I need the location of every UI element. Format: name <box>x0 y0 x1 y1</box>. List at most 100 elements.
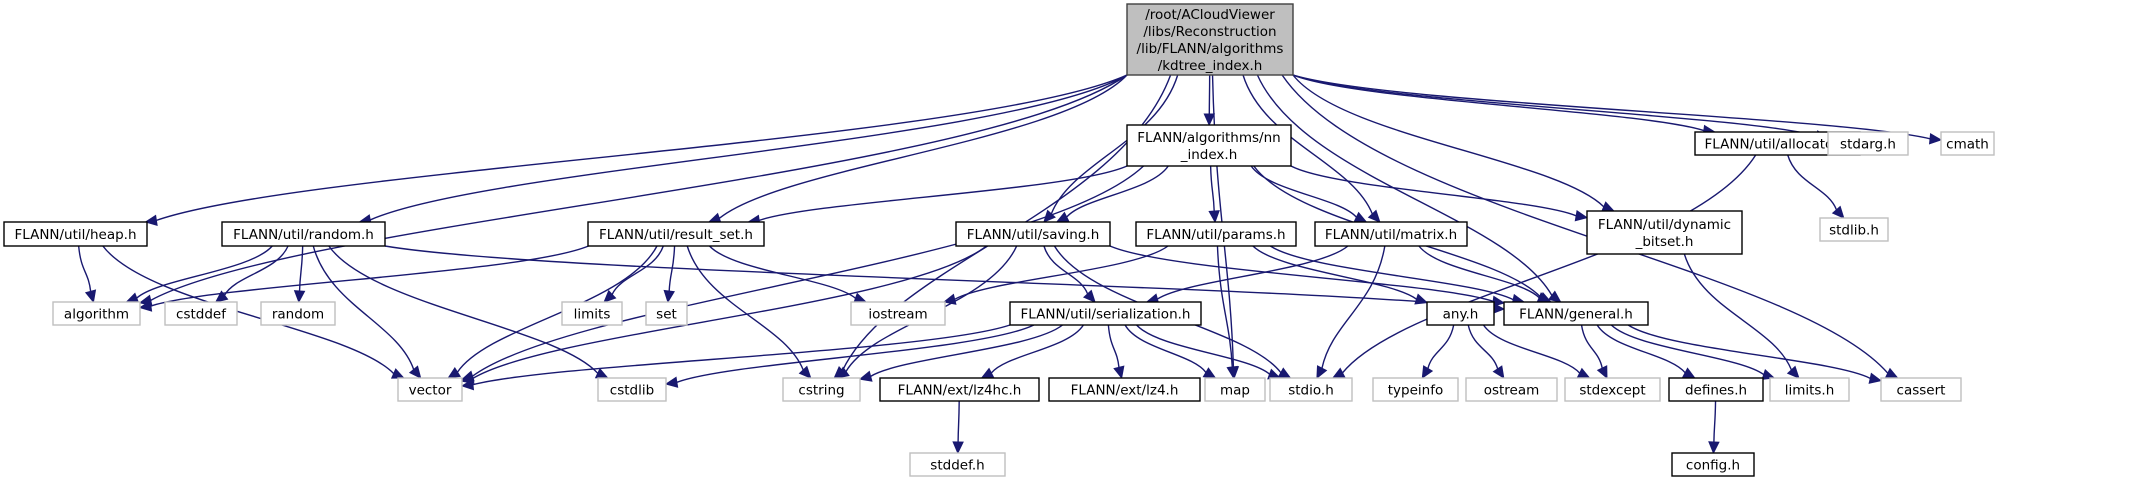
edge-line <box>1292 74 1605 208</box>
node-result-set[interactable]: FLANN/util/result_set.h <box>587 221 765 247</box>
node-label: FLANN/util/dynamic <box>1598 217 1731 233</box>
node-vector[interactable]: vector <box>397 377 463 402</box>
node-cstddef[interactable]: cstddef <box>164 301 238 326</box>
node-lz4[interactable]: FLANN/ext/lz4.h <box>1048 377 1201 402</box>
edge-line <box>1580 324 1603 369</box>
edge-line <box>150 245 589 307</box>
edge-any-to-typeinfo <box>1421 324 1455 380</box>
node-random[interactable]: random <box>260 301 336 326</box>
node-random-h[interactable]: FLANN/util/random.h <box>221 221 386 247</box>
node-box <box>1126 124 1292 167</box>
edge-line <box>1216 245 1233 368</box>
edge-line <box>1209 165 1215 212</box>
edge-line <box>954 245 1169 300</box>
node-label: stdarg.h <box>1840 137 1896 153</box>
node-serialization[interactable]: FLANN/util/serialization.h <box>1009 301 1202 326</box>
node-label: cstring <box>798 383 844 399</box>
node-any[interactable]: any.h <box>1426 301 1495 326</box>
arrowhead <box>1708 441 1720 455</box>
node-label: FLANN/ext/lz4.h <box>1071 383 1179 399</box>
node-stdexcept[interactable]: stdexcept <box>1564 377 1661 402</box>
edge-allocator-to-stdlib <box>1787 154 1845 219</box>
arrowhead <box>1761 368 1776 380</box>
node-label: config.h <box>1686 458 1740 474</box>
edge-line <box>1610 324 1765 376</box>
arrowhead <box>1208 210 1220 224</box>
edge-serialization-to-cstring <box>858 324 1063 382</box>
edge-serialization-to-cstdlib <box>664 324 1035 388</box>
edge-params-to-iostream <box>942 245 1169 305</box>
edge-defines-to-config <box>1708 400 1720 455</box>
node-lz4hc[interactable]: FLANN/ext/lz4hc.h <box>879 377 1040 402</box>
edge-line <box>1050 74 1179 215</box>
arrowhead <box>664 376 679 388</box>
arrowhead <box>1226 365 1238 380</box>
node-label: algorithm <box>64 307 129 323</box>
node-iostream[interactable]: iostream <box>850 301 946 326</box>
node-allocator[interactable]: FLANN/util/allocator.h <box>1694 131 1861 156</box>
edge-line <box>1292 74 1818 137</box>
node-stdio[interactable]: stdio.h <box>1269 377 1353 402</box>
arrowhead <box>1786 365 1800 379</box>
node-nn-index[interactable]: FLANN/algorithms/nn_index.h <box>1126 124 1292 167</box>
node-ostream[interactable]: ostream <box>1465 377 1558 402</box>
node-defines[interactable]: defines.h <box>1668 377 1764 402</box>
node-label: iostream <box>868 307 927 323</box>
arrowhead <box>1353 211 1368 223</box>
arrowhead <box>1576 367 1591 379</box>
edge-matrix-to-stdio <box>1316 245 1386 380</box>
edge-params-to-any <box>1252 245 1429 305</box>
node-label: /root/ACloudViewer <box>1145 7 1275 23</box>
edge-line <box>1627 324 1871 379</box>
edge-root-to-matrix <box>1242 74 1381 223</box>
node-box <box>1827 131 1909 156</box>
arrowhead <box>1203 113 1216 127</box>
node-box <box>1048 377 1201 402</box>
node-stddef[interactable]: stddef.h <box>909 452 1006 477</box>
edge-line <box>870 324 1063 377</box>
arrowhead <box>1277 367 1292 379</box>
node-set[interactable]: set <box>645 301 688 326</box>
node-box <box>164 301 238 326</box>
node-cstring[interactable]: cstring <box>782 377 861 402</box>
node-saving[interactable]: FLANN/util/saving.h <box>955 221 1111 247</box>
node-matrix[interactable]: FLANN/util/matrix.h <box>1314 221 1468 247</box>
edge-line <box>1290 165 1577 217</box>
node-algorithm[interactable]: algorithm <box>52 301 141 326</box>
edge-serialization-to-vector <box>460 324 1011 391</box>
edge-line <box>611 245 664 295</box>
arrowhead <box>144 214 158 227</box>
edge-line <box>456 245 658 373</box>
node-heap[interactable]: FLANN/util/heap.h <box>3 221 148 247</box>
arrowhead <box>1113 365 1125 380</box>
node-typeinfo[interactable]: typeinfo <box>1372 377 1459 402</box>
node-stdlib[interactable]: stdlib.h <box>1819 217 1889 242</box>
arrowhead <box>594 367 609 379</box>
node-config[interactable]: config.h <box>1671 452 1755 477</box>
edge-root-to-general <box>1256 74 1562 303</box>
node-cmath[interactable]: cmath <box>1940 131 1995 156</box>
node-box <box>909 452 1006 477</box>
node-cassert[interactable]: cassert <box>1880 377 1962 402</box>
node-limits[interactable]: limits <box>561 301 623 326</box>
edge-line <box>150 74 1128 301</box>
node-box <box>1426 301 1495 326</box>
edge-result-set-to-iostream <box>708 245 868 304</box>
edge-line <box>957 400 960 443</box>
arrowhead <box>1596 365 1608 380</box>
node-root[interactable]: /root/ACloudViewer/libs/Reconstruction/l… <box>1126 3 1294 76</box>
arrowhead <box>603 289 617 303</box>
node-stdarg[interactable]: stdarg.h <box>1827 131 1909 156</box>
edge-line <box>472 165 1145 377</box>
edge-serialization-to-lz4hc <box>980 324 1084 379</box>
node-label: FLANN/util/random.h <box>233 227 374 243</box>
edge-line <box>1107 324 1120 368</box>
node-cstdlib[interactable]: cstdlib <box>597 377 667 402</box>
node-map[interactable]: map <box>1204 377 1266 402</box>
node-general[interactable]: FLANN/general.h <box>1503 301 1649 326</box>
node-label: typeinfo <box>1388 383 1443 399</box>
node-limits-h[interactable]: limits.h <box>1769 377 1850 402</box>
node-params[interactable]: FLANN/util/params.h <box>1135 221 1297 247</box>
edge-result-set-to-vector <box>447 245 658 379</box>
node-dyn-bitset[interactable]: FLANN/util/dynamic_bitset.h <box>1586 210 1743 255</box>
